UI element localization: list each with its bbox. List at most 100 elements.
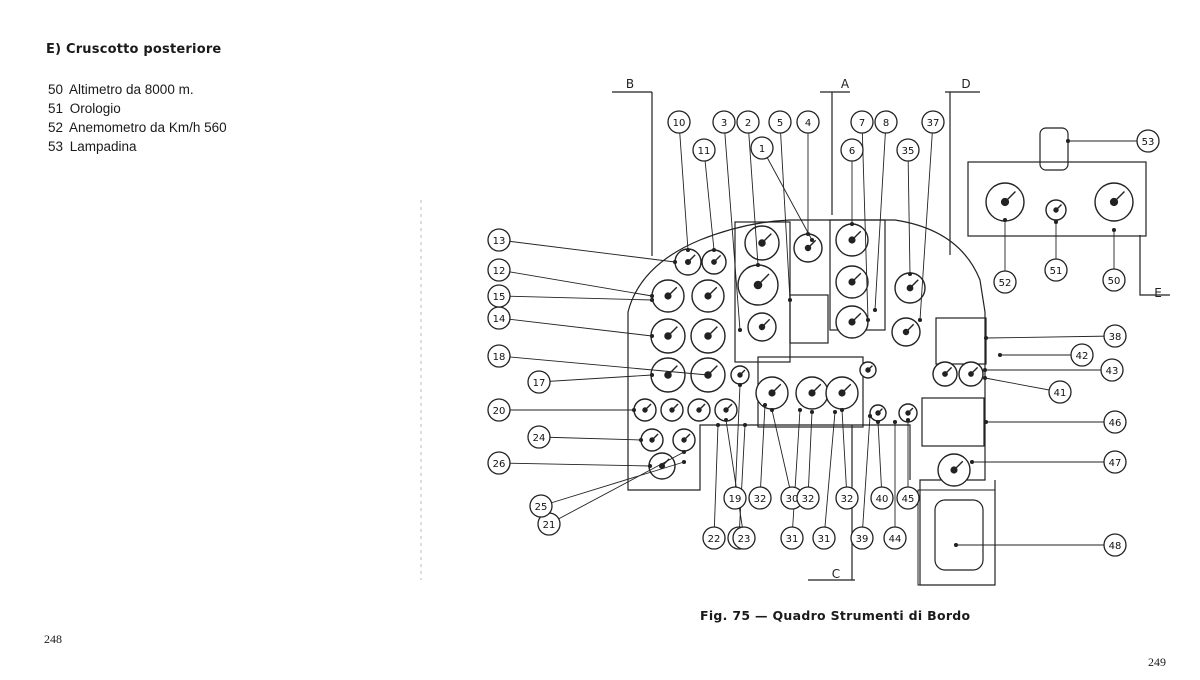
callout-label: 22 (708, 534, 721, 545)
leader-dot (681, 449, 687, 455)
callout-4: 4 (796, 110, 820, 134)
callout-bubble (1103, 410, 1127, 434)
gauge-needle (944, 366, 953, 375)
callout-label: 25 (535, 502, 548, 513)
leader-dot (805, 231, 811, 237)
callout-label: 32 (754, 494, 767, 505)
leader-line (984, 377, 1061, 393)
callout-label: 31 (818, 534, 831, 545)
leader-line (498, 462, 651, 467)
leader-dot (737, 327, 743, 333)
callout-label: 4 (805, 118, 811, 129)
leader-line (703, 149, 715, 251)
legend-list: 50 Altimetro da 8000 m. 51 Orologio 52 A… (48, 80, 227, 156)
legend-number: 53 (48, 139, 64, 154)
gauge-needle (725, 403, 733, 411)
callout-bubble (692, 138, 716, 162)
leader-dot (797, 407, 803, 413)
legend-text: Lampadina (69, 139, 137, 154)
callout-label: 20 (493, 406, 506, 417)
callout-43: 43 (1100, 358, 1124, 382)
callout-label: 38 (1109, 332, 1122, 343)
gauge-needle (661, 458, 670, 467)
callout-label: 43 (1106, 366, 1119, 377)
gauge-needle (1055, 204, 1062, 211)
leader-dot (892, 419, 898, 425)
annunciator-box (789, 294, 829, 344)
leader-line (761, 147, 813, 241)
leader-dot (907, 271, 913, 277)
page-fold (420, 200, 422, 580)
callout-label: 23 (738, 534, 751, 545)
leader-dot (647, 463, 653, 469)
callout-label: 11 (698, 146, 711, 157)
callout-53: 53 (1136, 129, 1160, 153)
leader-dot (638, 437, 644, 443)
callout-35: 35 (896, 138, 920, 162)
callout-bubble (780, 526, 804, 550)
gauge-needle (667, 365, 678, 376)
section-letter-b: B (626, 77, 634, 91)
callout-bubble (812, 526, 836, 550)
leader-dot (685, 247, 691, 253)
legend-item: 50 Altimetro da 8000 m. (48, 80, 227, 99)
callout-label: 19 (729, 494, 742, 505)
callout-bubble (1048, 380, 1072, 404)
callout-label: 21 (543, 520, 556, 531)
legend-text: Orologio (69, 101, 121, 116)
leader-line (548, 451, 685, 525)
leader-dot (1002, 217, 1008, 223)
callout-label: 41 (1054, 388, 1067, 399)
gauge-needle (687, 254, 696, 263)
lower-handle-box (934, 499, 984, 571)
leader-line (498, 269, 653, 297)
legend-item: 53 Lampadina (48, 137, 227, 156)
leader-line (771, 409, 793, 499)
callout-6: 6 (840, 138, 864, 162)
callout-25: 25 (529, 494, 553, 518)
gauge-needle (761, 233, 772, 244)
gauge-needle (671, 403, 679, 411)
leader-line (877, 421, 883, 499)
callout-bubble (487, 228, 511, 252)
leader-dot (681, 459, 687, 465)
callout-41: 41 (1048, 380, 1072, 404)
leader-dot (969, 459, 975, 465)
legend-number: 52 (48, 120, 64, 135)
callout-bubble (883, 526, 907, 550)
leader-line (538, 436, 642, 441)
callout-bubble (1103, 533, 1127, 557)
callout-31: 31 (780, 526, 804, 550)
callout-46: 46 (1103, 410, 1127, 434)
callout-label: 51 (1050, 266, 1063, 277)
callout-13: 13 (487, 228, 511, 252)
callout-8: 8 (874, 110, 898, 134)
leader-dot (982, 375, 988, 381)
callout-label: 24 (533, 433, 546, 444)
page-number-left: 248 (44, 632, 62, 646)
callout-label: 18 (493, 352, 506, 363)
leader-dot (787, 297, 793, 303)
leader-line (823, 411, 836, 539)
callout-22: 22 (702, 526, 726, 550)
callout-bubble (896, 486, 920, 510)
right-display-box (935, 317, 987, 365)
callout-label: 26 (493, 459, 506, 470)
callout-bubble (487, 258, 511, 282)
leader-line (759, 404, 766, 499)
leader-dot (649, 333, 655, 339)
gauge-needle (651, 433, 659, 441)
leader-line (807, 411, 813, 499)
leader-dot (762, 402, 768, 408)
gauge-needle (841, 383, 852, 394)
gauge-needle (667, 286, 678, 297)
callout-label: 39 (856, 534, 869, 545)
gauge-needle (807, 239, 817, 249)
callout-14: 14 (487, 306, 511, 330)
callout-38: 38 (1103, 324, 1127, 348)
leader-line (738, 424, 746, 539)
callout-bubble (712, 110, 736, 134)
leader-dot (832, 409, 838, 415)
callout-26: 26 (487, 451, 511, 475)
callout-11: 11 (692, 138, 716, 162)
